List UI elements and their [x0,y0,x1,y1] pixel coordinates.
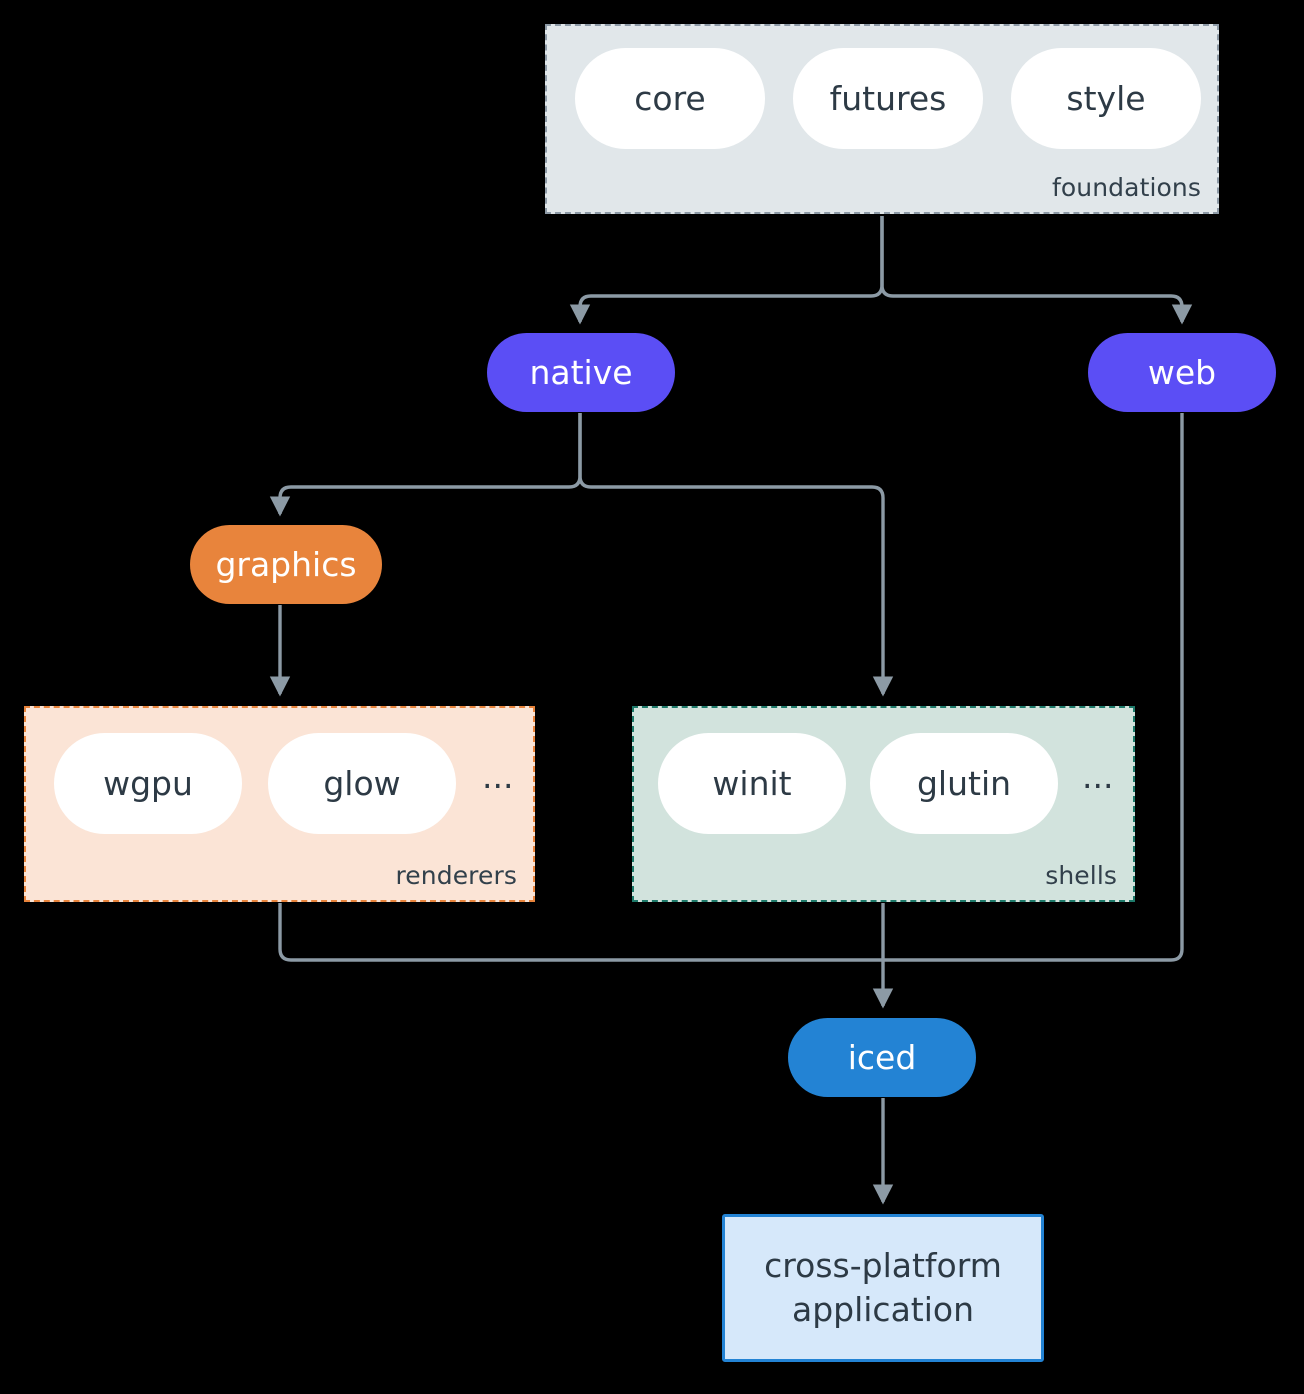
renderers-item-row: wgpu glow ... [54,733,513,834]
node-cross-platform-application[interactable]: cross-platform application [722,1214,1044,1362]
node-graphics[interactable]: graphics [190,525,382,604]
edge-renderers-iced [278,903,883,962]
node-web[interactable]: web [1088,333,1276,412]
application-label-line2: application [791,1290,975,1329]
edge-native-graphics [269,413,582,517]
group-label-renderers: renderers [395,861,517,890]
group-label-foundations: foundations [1052,173,1201,202]
foundations-item-core[interactable]: core [575,48,765,149]
shells-overflow-ellipsis: ... [1082,757,1114,796]
group-renderers: wgpu glow ... renderers [24,706,535,902]
group-foundations: core futures style foundations [545,24,1219,214]
foundations-item-style[interactable]: style [1011,48,1201,149]
node-iced[interactable]: iced [788,1018,976,1097]
edge-foundations-web [880,216,1193,325]
group-shells: winit glutin ... shells [632,706,1135,902]
renderers-item-glow[interactable]: glow [268,733,456,834]
foundations-item-row: core futures style [575,48,1201,149]
node-native[interactable]: native [487,333,675,412]
edge-native-shells [578,413,894,697]
renderers-item-wgpu[interactable]: wgpu [54,733,242,834]
shells-item-row: winit glutin ... [658,733,1113,834]
renderers-overflow-ellipsis: ... [482,757,514,796]
foundations-item-futures[interactable]: futures [793,48,983,149]
group-label-shells: shells [1045,861,1117,890]
shells-item-winit[interactable]: winit [658,733,846,834]
shells-item-glutin[interactable]: glutin [870,733,1058,834]
application-label-line1: cross-platform [764,1245,1002,1285]
edge-foundations-native [569,216,884,325]
